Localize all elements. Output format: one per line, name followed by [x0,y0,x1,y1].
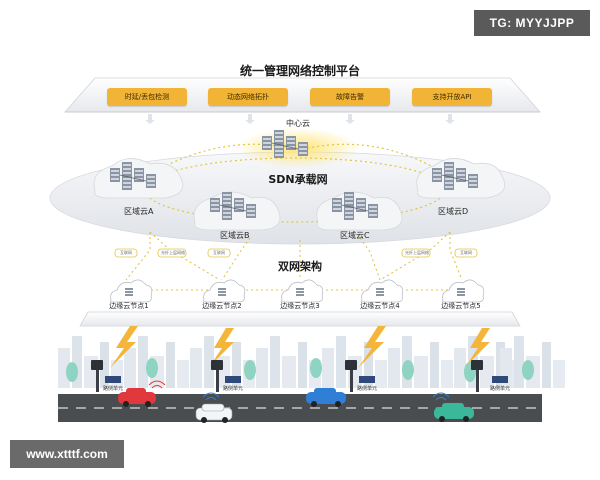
edge-cloud-5 [442,279,485,303]
edge-node-4-label: 边缘云节点4 [360,302,400,310]
open-api-button[interactable]: 支持开放API [412,88,492,106]
watermark-top: TG: MYYJJPP [474,10,590,36]
region-a-label: 区域云A [124,207,154,216]
edge-node-2-label: 边缘云节点2 [202,302,242,310]
sdn-network-label: SDN承载网 [268,173,328,186]
link-tag-2: 光纤上层网络 [161,250,185,255]
link-tag-5: 互联网 [460,250,472,255]
region-d-label: 区域云D [438,207,469,216]
cars [118,388,474,423]
link-tag-4: 光纤上层网络 [405,250,429,255]
fault-alarm-button[interactable]: 故障告警 [310,88,390,106]
edge-node-3-label: 边缘云节点3 [280,302,320,310]
edge-node-5-label: 边缘云节点5 [441,302,481,310]
region-b-label: 区域云B [220,231,250,240]
dual-network-title: 双网架构 [278,260,322,273]
rsu-label-1: 路侧单元 [103,386,124,392]
rsu-label-4: 路侧单元 [490,386,511,392]
latency-loss-detect-button[interactable]: 时延/丢包检测 [107,88,187,106]
platform-title: 统一管理网络控制平台 [239,64,360,78]
dynamic-topology-button[interactable]: 动态网络拓扑 [208,88,288,106]
rsu-label-3: 路侧单元 [357,386,378,392]
edge-node-1-label: 边缘云节点1 [109,302,149,310]
edge-cloud-1 [110,279,153,303]
watermark-bottom: www.xtttf.com [10,440,124,468]
link-tag-1: 互联网 [120,250,132,255]
center-cloud-label: 中心云 [286,119,310,128]
edge-cloud-3 [281,279,324,303]
rsu-label-2: 路侧单元 [223,386,244,392]
wireless-bolts [110,326,490,368]
edge-platform [79,311,521,327]
edge-cloud-2 [203,279,246,303]
link-tag-3: 互联网 [213,250,225,255]
region-c-label: 区域云C [340,231,370,240]
edge-cloud-4 [361,279,404,303]
